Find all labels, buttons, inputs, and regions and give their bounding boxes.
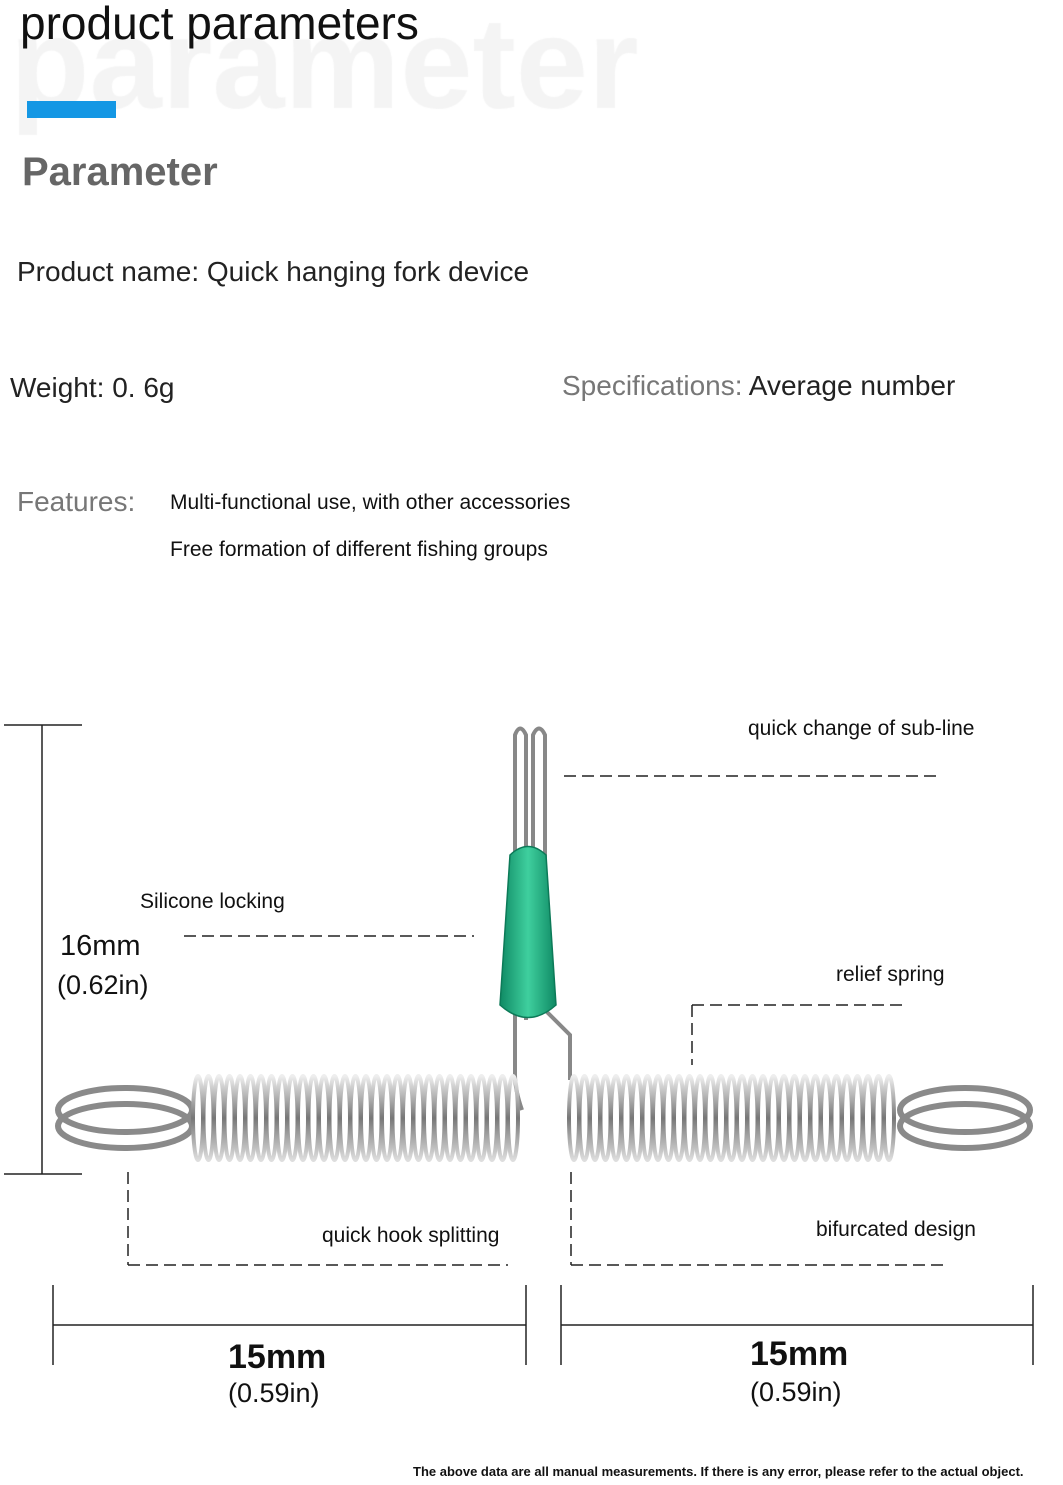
watermark-picture <box>0 0 1063 160</box>
callout-silicone: Silicone locking <box>140 890 285 913</box>
feature-item: Multi-functional use, with other accesso… <box>170 491 571 514</box>
right-spring <box>567 1074 896 1162</box>
callout-bifurcated: bifurcated design <box>816 1218 976 1241</box>
features-label: Features: <box>17 486 136 517</box>
specifications-value: Average number <box>748 370 956 401</box>
specifications-label: Specifications: <box>562 370 743 401</box>
height-mm: 16mm <box>60 930 141 962</box>
weight-value: 0. 6g <box>112 372 175 403</box>
right-width-mm: 15mm <box>750 1335 849 1373</box>
page-title: product parameters <box>20 0 419 49</box>
height-in: (0.62in) <box>57 970 149 1000</box>
product-name-value: Quick hanging fork device <box>206 256 530 287</box>
spring-coil <box>882 1074 896 1162</box>
footer-note: The above data are all manual measuremen… <box>413 1464 1024 1479</box>
accent-bar <box>27 101 116 118</box>
callout-relief: relief spring <box>836 963 945 986</box>
left-width-in: (0.59in) <box>228 1378 320 1408</box>
product-name: Product name: Quick hanging fork device <box>17 256 529 288</box>
feature-item: Free formation of different fishing grou… <box>170 538 548 561</box>
spring-coil <box>506 1074 520 1162</box>
left-width-mm: 15mm <box>228 1338 327 1376</box>
right-split-ring <box>897 1085 1033 1151</box>
width-dimension-lines <box>52 1285 1034 1365</box>
callout-hook: quick hook splitting <box>322 1224 500 1247</box>
silicone-bead <box>499 845 557 1019</box>
height-dimension-lines <box>4 724 82 1175</box>
section-subtitle: Parameter <box>22 150 218 194</box>
left-split-ring <box>55 1085 195 1151</box>
callout-sub-line: quick change of sub-line <box>748 717 975 740</box>
specifications: Specifications: Average number <box>562 370 955 402</box>
left-spring <box>191 1074 520 1162</box>
weight: Weight: 0. 6g <box>10 372 174 404</box>
weight-label: Weight: <box>10 372 105 403</box>
product-name-label: Product name: <box>17 256 200 287</box>
right-width-in: (0.59in) <box>750 1377 842 1407</box>
callout-dashes <box>127 775 948 1266</box>
